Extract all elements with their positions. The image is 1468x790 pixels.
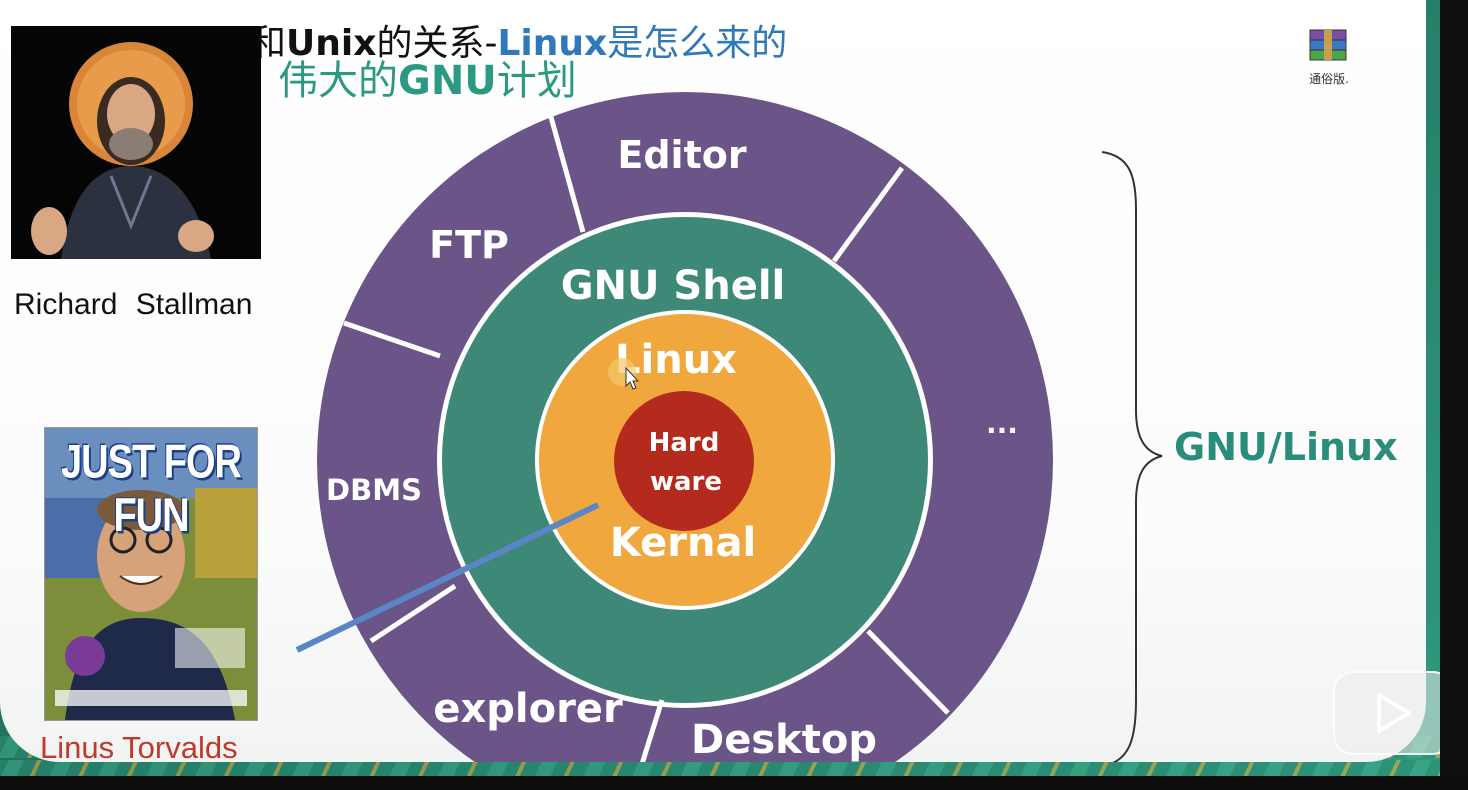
subtitle-gnu: GNU	[398, 58, 497, 104]
richard-stallman-photo	[11, 26, 261, 259]
slide-subtitle: 伟大的GNU计划	[278, 48, 577, 106]
ftp-label: FTP	[429, 223, 509, 267]
hardware-label-line2: ware	[650, 467, 722, 497]
linus-torvalds-caption: Linus Torvalds	[40, 730, 238, 765]
play-button[interactable]	[1333, 671, 1453, 755]
slide-title: 和Unix的关系-Linux是怎么来的	[250, 14, 787, 66]
subtitle-suffix: 计划	[496, 58, 577, 104]
desktop-icon-label[interactable]: 通俗版.	[1309, 72, 1349, 86]
mouse-cursor-icon	[608, 358, 640, 390]
gnu-linux-ring-diagram: Editor FTP DBMS explorer Desktop ... GNU…	[295, 92, 1163, 763]
subtitle-prefix: 伟大的	[278, 58, 398, 104]
gnu-shell-label: GNU Shell	[561, 263, 786, 309]
explorer-label: explorer	[433, 686, 623, 732]
hardware-circle	[614, 391, 754, 531]
right-curly-brace	[1101, 151, 1163, 762]
more-apps-label: ...	[986, 407, 1018, 440]
desktop-label: Desktop	[691, 717, 877, 763]
title-unix: Unix	[286, 23, 377, 64]
decorative-stripe	[0, 760, 1440, 776]
title-mid: 的关系-	[376, 23, 498, 64]
just-for-fun-book-cover: JUST FOR FUN	[44, 427, 258, 721]
editor-label: Editor	[617, 133, 746, 177]
hardware-label-line1: Hard	[649, 428, 720, 458]
dbms-label: DBMS	[326, 473, 422, 507]
segment-dividers	[343, 116, 950, 762]
pointer-line	[295, 502, 600, 653]
player-bottom-edge	[0, 776, 1468, 790]
play-icon	[1377, 693, 1411, 733]
gnu-linux-label: GNU/Linux	[1174, 425, 1398, 469]
player-right-edge	[1440, 0, 1468, 790]
richard-stallman-caption: Richard Stallman	[14, 288, 253, 321]
kernal-label: Kernal	[610, 520, 756, 566]
winrar-archive-icon[interactable]	[1300, 28, 1356, 90]
title-linux: Linux	[497, 23, 608, 64]
book-title: JUST FOR FUN	[61, 436, 242, 543]
title-suffix: 是怎么来的	[607, 23, 788, 64]
